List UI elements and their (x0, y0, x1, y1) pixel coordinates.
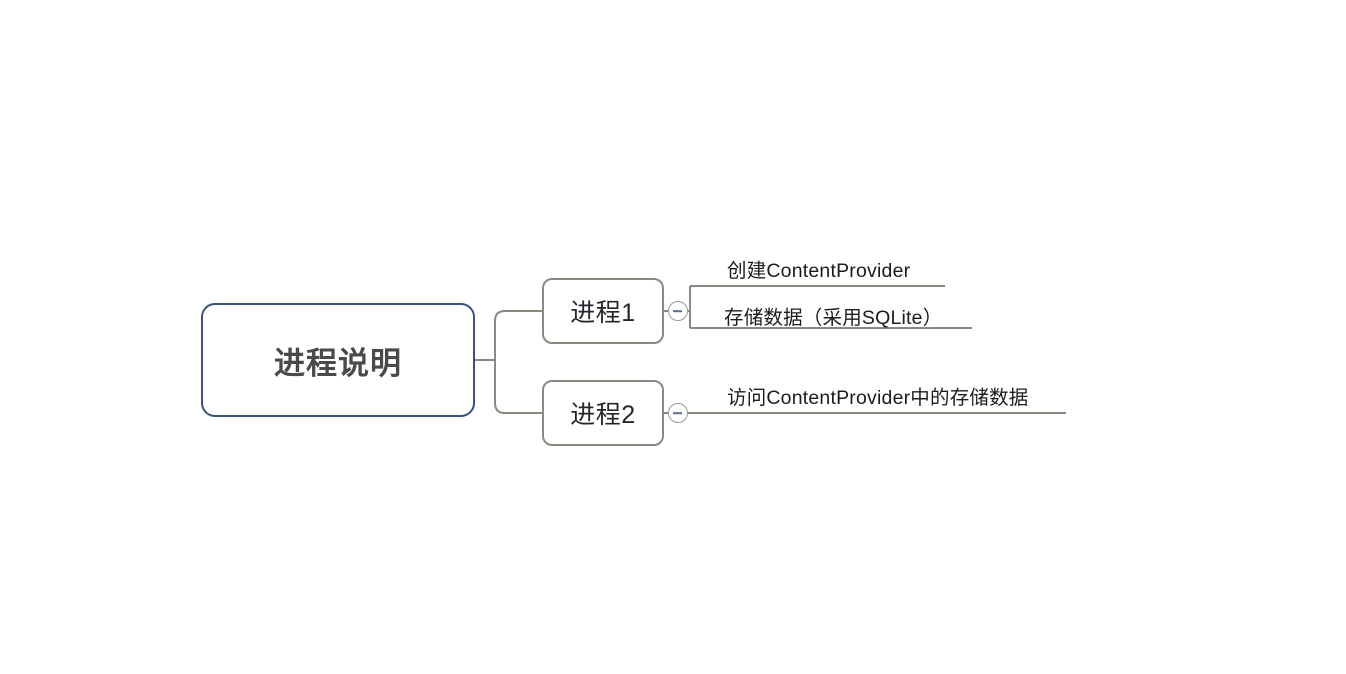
connector-root-to-branch-2 (494, 360, 542, 414)
root-node-label: 进程说明 (274, 345, 402, 381)
leaf-label-access-contentprovider-data[interactable]: 访问ContentProvider中的存储数据 (727, 387, 1029, 409)
leaf-label-create-contentprovider[interactable]: 创建ContentProvider (727, 260, 911, 282)
minus-circle-icon-branch-2[interactable] (668, 403, 688, 423)
branch-node-1[interactable]: 进程1 (542, 278, 664, 344)
branch-node-2-label: 进程2 (570, 401, 636, 429)
minus-circle-icon-branch-1[interactable] (668, 301, 688, 321)
leaf-label-store-data-sqlite[interactable]: 存储数据（采用SQLite） (724, 307, 943, 329)
branch-node-1-label: 进程1 (570, 299, 636, 327)
connector-root-to-branch-1 (494, 310, 542, 360)
root-node[interactable]: 进程说明 (201, 303, 475, 417)
branch-node-2[interactable]: 进程2 (542, 380, 664, 446)
